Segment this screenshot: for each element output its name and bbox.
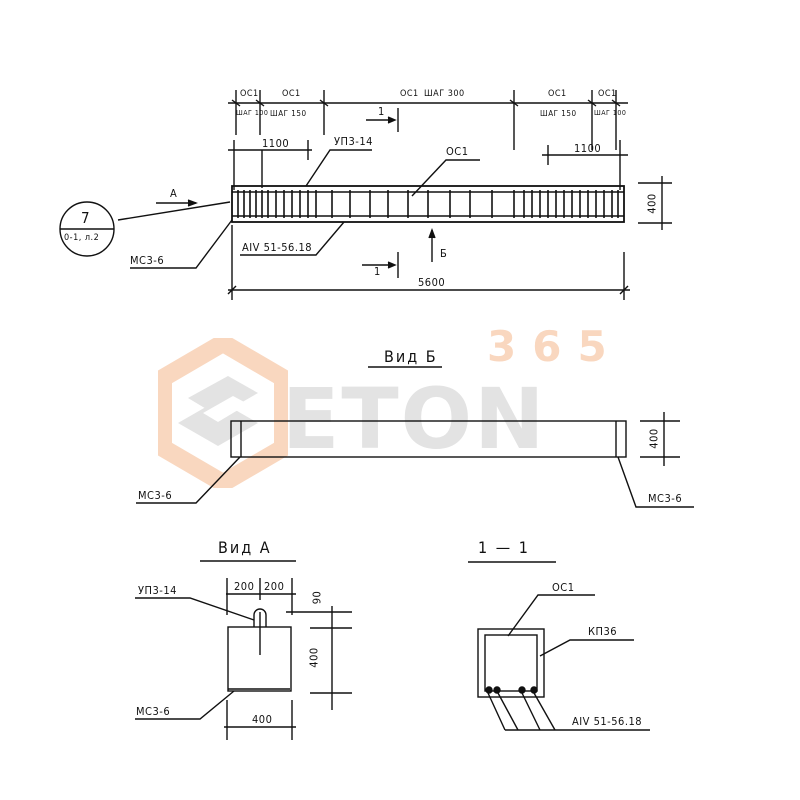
view-b-embed-right: МС3-6 xyxy=(648,492,683,505)
watermark-brand-text: ETON xyxy=(282,370,547,468)
length-dim: 5600 xyxy=(418,276,446,289)
section-title: 1 — 1 xyxy=(478,538,530,557)
view-b-title: Вид Б xyxy=(384,347,438,366)
view-a-height-dim: 400 xyxy=(307,647,321,668)
view-b-height-dim: 400 xyxy=(647,428,661,449)
section-rebar-label: АIV 51-56.18 xyxy=(572,715,643,728)
zone2-step: ШАГ 150 xyxy=(270,109,307,118)
end-zone-left-dim: 1100 xyxy=(262,137,290,150)
view-b-embed-left: МС3-6 xyxy=(138,489,173,502)
label-stirrup: ОС1 xyxy=(446,145,469,158)
view-a-dim-right: 200 xyxy=(264,580,285,593)
label-rebar: АIV 51-56.18 xyxy=(242,241,313,254)
view-a-dim-left: 200 xyxy=(234,580,255,593)
zone5-step: ШАГ 100 xyxy=(594,109,627,117)
zone3-step: ШАГ 300 xyxy=(424,89,465,99)
view-a-embed: МС3-6 xyxy=(136,705,171,718)
view-a-width-dim: 400 xyxy=(252,713,273,726)
callout-sheet: 0-1, л.2 xyxy=(64,233,100,243)
zone4-mark: ОС1 xyxy=(548,89,567,99)
section-mark-bottom: 1 xyxy=(374,265,381,278)
label-embed: МС3-6 xyxy=(130,254,165,267)
view-arrow-a: А xyxy=(170,187,178,200)
view-a-lifting-loop: УП3-14 xyxy=(138,584,177,597)
hexagon-logo-icon xyxy=(158,338,288,488)
height-dim: 400 xyxy=(645,193,659,214)
section-cage-label: КП36 xyxy=(588,625,618,638)
zone2-mark: ОС1 xyxy=(282,89,301,99)
view-a-title: Вид А xyxy=(218,538,272,557)
zone5-mark: ОС1 xyxy=(598,89,617,99)
zone1-step: ШАГ 100 xyxy=(236,109,269,117)
label-lifting-loop: УП3-14 xyxy=(334,135,373,148)
zone3-mark: ОС1 xyxy=(400,89,419,99)
section-mark-top: 1 xyxy=(378,105,385,118)
section-stirrup-label: ОС1 xyxy=(552,581,575,594)
view-arrow-b: Б xyxy=(440,247,448,260)
view-a-loop-height: 90 xyxy=(310,590,324,605)
end-zone-right-dim: 1100 xyxy=(574,142,602,155)
zone4-step: ШАГ 150 xyxy=(540,109,577,118)
zone1-mark: ОС1 xyxy=(240,89,259,99)
callout-number: 7 xyxy=(81,209,91,227)
watermark-suffix: 365 xyxy=(487,322,623,371)
